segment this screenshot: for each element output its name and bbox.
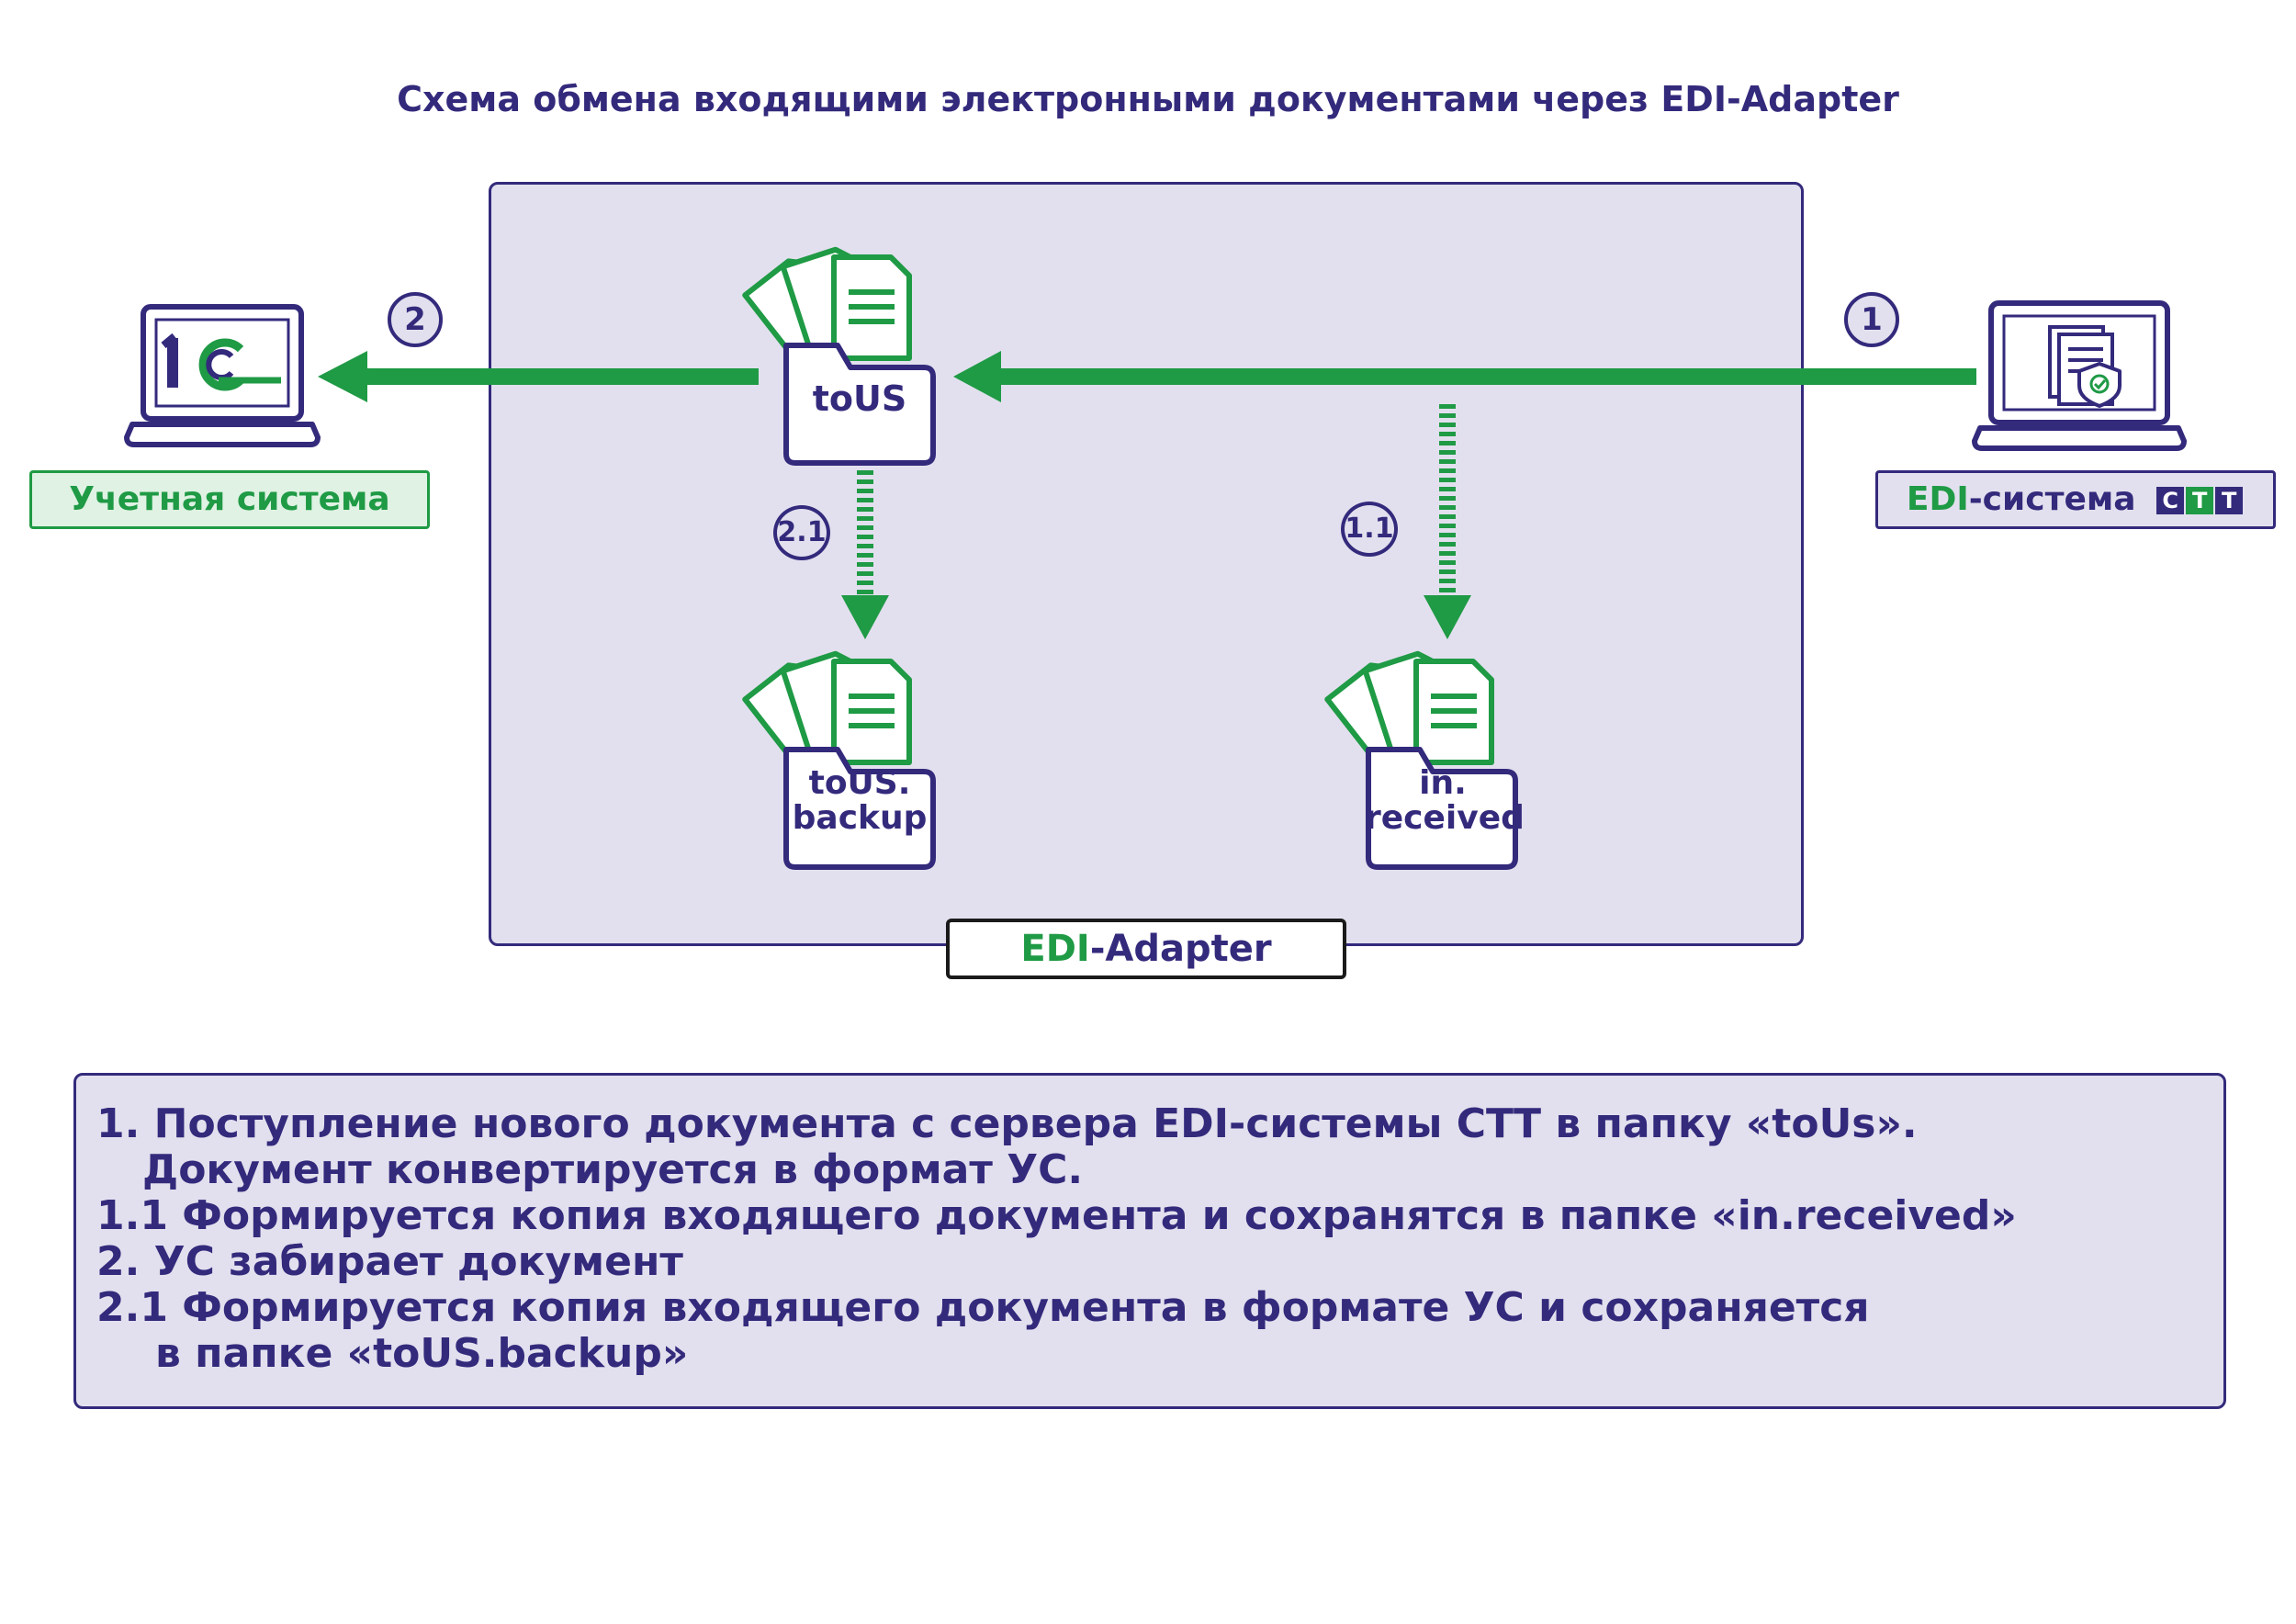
step-1-1-badge: 1.1 [1341, 502, 1398, 557]
note-line-2: Документ конвертируется в формат УС. [142, 1146, 1084, 1193]
note-line-3: 1.1 Формируется копия входящего документ… [96, 1192, 2017, 1239]
edi-system-label-suffix: -система [1968, 480, 2136, 518]
arrow-to-in-received [1424, 404, 1471, 639]
folder-tous-backup-line2: backup [792, 799, 928, 837]
laptop-1c-icon [124, 304, 321, 447]
edi-system-label-prefix: EDI [1906, 480, 1969, 518]
diagram-title: Схема обмена входящими электронными доку… [397, 79, 1899, 119]
step-1-badge: 1 [1844, 292, 1899, 347]
folder-in-received-line2: received [1365, 799, 1525, 837]
folder-tous-name: toUS [812, 378, 907, 419]
edi-adapter-panel [489, 182, 1804, 946]
note-line-6: в папке «toUS.backup» [155, 1330, 689, 1377]
edi-adapter-label: EDI-Adapter [946, 919, 1346, 979]
accounting-system-label: Учетная система [29, 470, 430, 529]
step-2-badge: 2 [388, 292, 443, 347]
arrow-tous-to-accounting [318, 351, 759, 402]
note-line-1: 1. Поступление нового документа с сервер… [96, 1100, 1918, 1147]
arrow-to-tous-backup [841, 470, 889, 639]
arrow-edi-to-tous [953, 351, 1976, 402]
ctt-logo-letter-3: Т [2215, 487, 2244, 514]
edi-adapter-label-prefix: EDI [1020, 928, 1090, 970]
folder-label-in-received: in. received [1365, 764, 1525, 837]
step-2-1-badge: 2.1 [773, 505, 830, 560]
edi-adapter-label-suffix: -Adapter [1089, 928, 1272, 970]
laptop-document-shield-icon [1972, 300, 2187, 451]
folder-label-tous-backup: toUS. backup [786, 766, 933, 836]
notes-panel: 1. Поступление нового документа с сервер… [73, 1073, 2226, 1409]
ctt-logo-letter-1: С [2156, 487, 2185, 514]
folder-label-tous: toUS [786, 380, 933, 417]
folder-with-documents-icon [745, 244, 933, 463]
note-line-5: 2.1 Формируется копия входящего документ… [96, 1284, 1870, 1331]
ctt-logo-letter-2: Т [2186, 487, 2214, 514]
folder-in-received-line1: in. [1419, 764, 1467, 802]
note-line-4: 2. УС забирает документ [96, 1238, 683, 1285]
folder-tous-backup-line1: toUS. [808, 764, 911, 802]
